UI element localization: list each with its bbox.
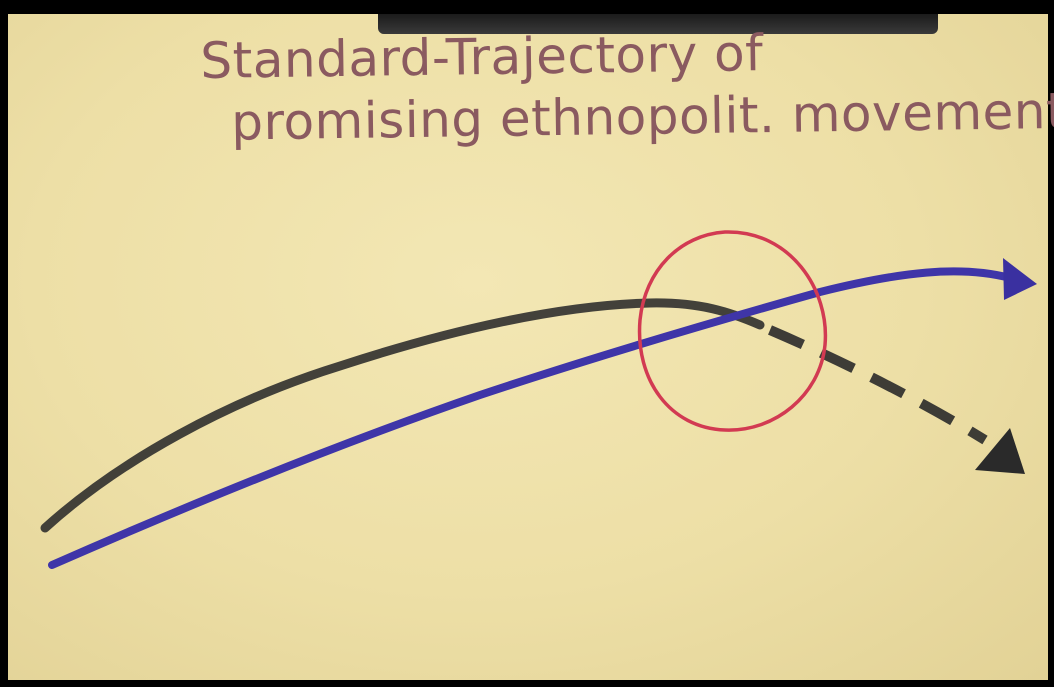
poster-paper: [8, 14, 1048, 680]
red-circle-highlight: [637, 230, 828, 432]
black-trajectory-solid: [40, 298, 765, 533]
blue-trajectory: [48, 267, 1014, 569]
triangle-arrowhead-icon: [975, 428, 1025, 474]
black-trajectory-dashed: [768, 325, 988, 445]
dark-object-at-top: [378, 14, 938, 34]
arrowhead-icon: [1003, 258, 1037, 300]
